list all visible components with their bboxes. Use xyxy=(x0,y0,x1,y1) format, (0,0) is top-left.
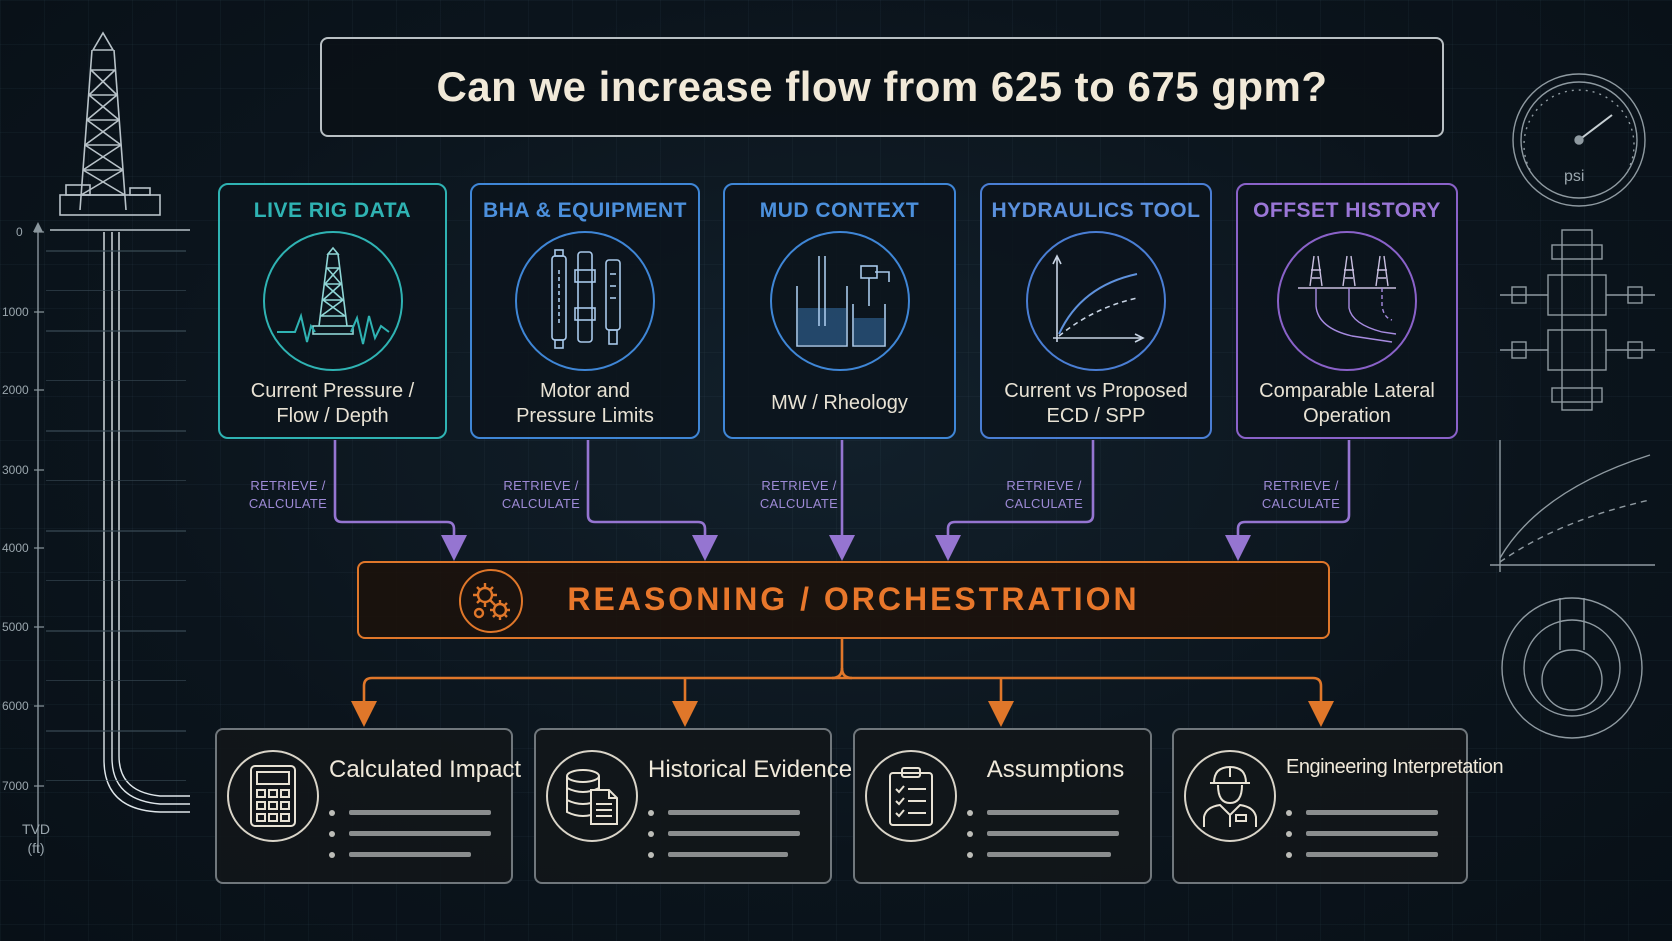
depth-tick-label: 1000 xyxy=(2,305,29,319)
beaker-icon xyxy=(769,231,910,371)
depth-tick-label: 5000 xyxy=(2,620,29,634)
source-live-rig-data[interactable]: LIVE RIG DATA Current Pressure / Flow / … xyxy=(218,183,447,439)
output-title: Historical Evidence xyxy=(648,756,853,783)
rig-pressure-icon xyxy=(262,231,403,371)
placeholder-lines xyxy=(648,802,800,865)
database-document-icon xyxy=(546,750,638,842)
output-title: Assumptions xyxy=(986,756,1125,783)
question-banner: Can we increase flow from 625 to 675 gpm… xyxy=(320,37,1444,137)
output-assumptions[interactable]: Assumptions xyxy=(853,728,1152,884)
curve-chart-icon xyxy=(1026,231,1166,371)
depth-tick-label: 0 xyxy=(16,225,23,239)
placeholder-lines xyxy=(329,802,491,865)
calculator-icon xyxy=(227,750,319,842)
source-title: LIVE RIG DATA xyxy=(253,199,412,222)
output-engineering-interpretation[interactable]: Engineering Interpretation xyxy=(1172,728,1504,884)
source-subtitle: Current vs Proposed ECD / SPP xyxy=(1004,380,1188,427)
gauge-unit-label: psi xyxy=(1564,168,1585,185)
source-title: BHA & EQUIPMENT xyxy=(483,199,687,222)
retrieve-calculate-label: RETRIEVE / CALCULATE xyxy=(1261,478,1341,511)
output-title: Calculated Impact xyxy=(329,756,522,783)
orchestration-label: REASONING / ORCHESTRATION xyxy=(567,581,1140,617)
depth-tick-label: 4000 xyxy=(2,541,29,555)
engineer-icon xyxy=(1184,750,1276,842)
source-title: OFFSET HISTORY xyxy=(1253,199,1441,222)
output-calculated-impact[interactable]: Calculated Impact xyxy=(215,728,522,884)
source-offset-history[interactable]: OFFSET HISTORY Comparable Lateral Operat… xyxy=(1236,183,1458,439)
retrieve-calculate-label: RETRIEVE / CALCULATE xyxy=(759,478,839,511)
placeholder-lines xyxy=(967,802,1119,865)
source-bha-equipment[interactable]: BHA & EQUIPMENT Motor and Pressure Limit… xyxy=(470,183,700,439)
retrieve-calculate-label: RETRIEVE / CALCULATE xyxy=(1004,478,1084,511)
offset-wells-icon xyxy=(1277,231,1417,371)
bha-tools-icon xyxy=(515,231,655,371)
depth-tick-label: 3000 xyxy=(2,463,29,477)
source-subtitle: MW / Rheology xyxy=(771,392,908,414)
retrieve-calculate-label: RETRIEVE / CALCULATE xyxy=(248,478,328,511)
wellbore-depth-diagram xyxy=(33,31,190,852)
source-hydraulics-tool[interactable]: HYDRAULICS TOOL Current vs Proposed ECD … xyxy=(980,183,1212,439)
source-subtitle: Current Pressure / Flow / Depth xyxy=(250,380,415,427)
gears-icon xyxy=(459,569,523,633)
placeholder-lines xyxy=(1286,802,1438,865)
source-subtitle: Motor and Pressure Limits xyxy=(516,380,654,427)
source-title: MUD CONTEXT xyxy=(759,199,920,222)
depth-tick-label: 7000 xyxy=(2,779,29,793)
output-title: Engineering Interpretation xyxy=(1286,756,1504,778)
output-historical-evidence[interactable]: Historical Evidence xyxy=(534,728,853,884)
depth-tick-label: 2000 xyxy=(2,383,29,397)
reasoning-orchestration-bar[interactable]: REASONING / ORCHESTRATION xyxy=(357,561,1330,639)
retrieve-calculate-label: RETRIEVE / CALCULATE xyxy=(501,478,581,511)
depth-tick-label: 6000 xyxy=(2,699,29,713)
source-mud-context[interactable]: MUD CONTEXT MW / Rheology xyxy=(723,183,956,439)
source-title: HYDRAULICS TOOL xyxy=(991,199,1201,222)
source-subtitle: Comparable Lateral Operation xyxy=(1259,380,1435,427)
tvd-axis-label: TVD (ft) xyxy=(22,821,50,856)
clipboard-checklist-icon xyxy=(865,750,957,842)
